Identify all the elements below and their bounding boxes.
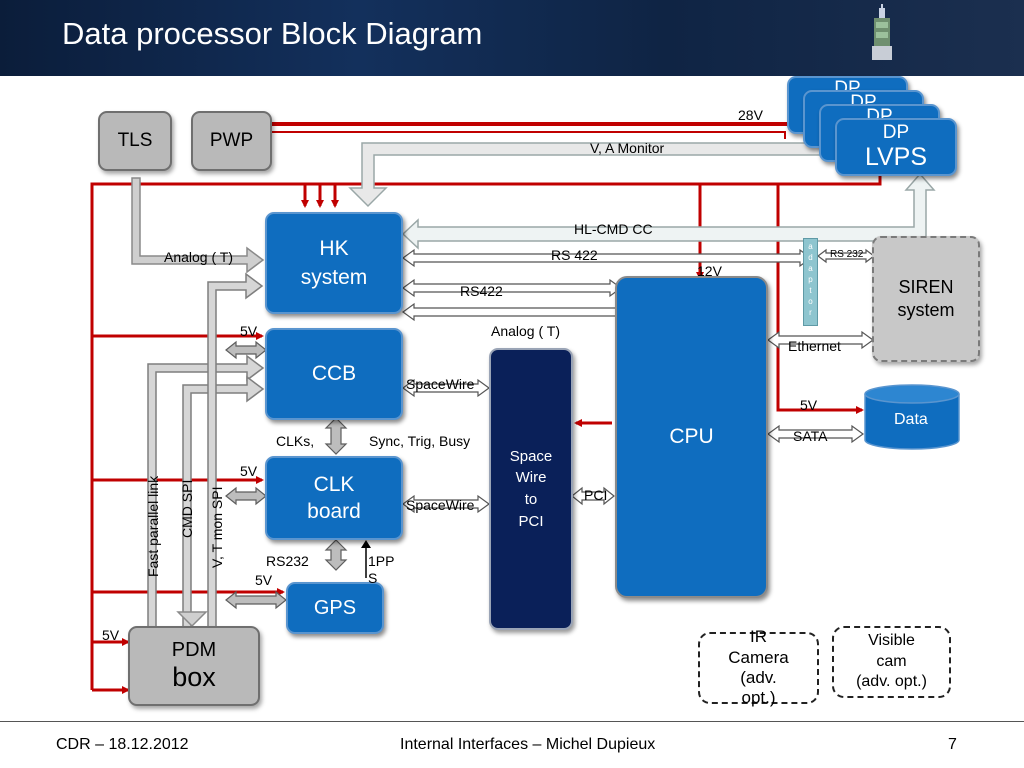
label-analog-left: Analog ( T): [164, 249, 233, 265]
pwp-box: PWP: [191, 111, 272, 171]
label-5v-clk: 5V: [240, 463, 258, 479]
adaptor-letter: p: [808, 275, 813, 284]
ccb-label: CCB: [311, 362, 357, 385]
satellite-icon: [872, 4, 892, 60]
visible-cam-box: Visible cam (adv. opt.): [832, 626, 951, 698]
pdm-line2: box: [172, 661, 216, 692]
spw-line1: Space: [509, 447, 553, 465]
siren-line2: system: [897, 300, 955, 320]
label-5v-gps: 5V: [255, 572, 273, 588]
data-storage-cylinder: [864, 384, 960, 450]
label-sata: SATA: [793, 428, 828, 444]
label-spacewire-ccb: SpaceWire: [406, 376, 475, 392]
label-clks: CLKs,: [276, 433, 315, 449]
vis-line2: cam: [876, 652, 907, 670]
clk-board-box: CLK board: [265, 456, 403, 540]
gps-box: GPS: [286, 582, 384, 634]
clk-line2: board: [307, 500, 361, 523]
pdm-box: PDM box: [128, 626, 260, 706]
label-5v-pdm: 5V: [102, 627, 120, 643]
label-cmd-spi: CMD SPI: [179, 479, 195, 538]
label-5v-data: 5V: [800, 397, 818, 413]
adaptor-letter: a: [808, 242, 813, 251]
ir-line2: Camera: [728, 647, 789, 667]
label-rs232-siren: RS 232: [830, 249, 864, 260]
vis-line1: Visible: [868, 631, 915, 649]
adaptor-box: a d a p t o r: [803, 238, 818, 326]
data-label: Data: [894, 411, 928, 428]
page-number: 7: [948, 736, 957, 753]
title-bar: Data processor Block Diagram: [0, 0, 1024, 76]
spw-line2: Wire: [515, 469, 547, 487]
footer-divider: [0, 721, 1024, 722]
dp-lvps-box: DP LVPS: [835, 118, 957, 176]
pps-arrowhead: [361, 540, 371, 548]
ccb-box: CCB: [265, 328, 403, 420]
footer-center: Internal Interfaces – Michel Dupieux: [400, 736, 656, 753]
hk-line1: HK: [319, 236, 349, 260]
label-pci: PCI: [584, 487, 608, 503]
adaptor-letter: t: [809, 286, 812, 295]
label-hl-cmd: HL-CMD CC: [574, 221, 653, 237]
siren-system-box: SIREN system: [872, 236, 980, 362]
label-va-monitor: V, A Monitor: [590, 140, 665, 156]
label-sync-trig: Sync, Trig, Busy: [369, 433, 471, 449]
label-1pps-line2: S: [368, 570, 378, 586]
label-ethernet: Ethernet: [788, 338, 841, 354]
pdm-line1: PDM: [171, 638, 217, 661]
short-connectors: [225, 340, 348, 610]
label-rs232-gps: RS232: [266, 553, 309, 569]
cpu-box: CPU: [615, 276, 768, 598]
label-rs422-top: RS 422: [551, 247, 598, 263]
adaptor-letter: o: [808, 297, 813, 306]
label-analog-mid: Analog ( T): [491, 323, 560, 339]
footer-left: CDR – 18.12.2012: [56, 736, 189, 753]
tls-box: TLS: [98, 111, 172, 171]
adaptor-letter: r: [809, 308, 812, 317]
vis-line3: (adv. opt.): [856, 673, 927, 691]
ir-line1: IR: [750, 627, 767, 647]
spacewire-pci-box: Space Wire to PCI: [489, 348, 573, 630]
adaptor-letter: a: [808, 264, 813, 273]
tls-label: TLS: [117, 130, 153, 151]
ir-line4: opt.): [741, 688, 776, 708]
label-12v: 12V: [697, 263, 722, 279]
pwp-label: PWP: [209, 130, 254, 151]
label-1pps-line1: 1PP: [368, 553, 395, 569]
spw-line4: PCI: [518, 512, 544, 530]
label-vt-mon-spi: V, T mon SPI: [209, 486, 225, 568]
spw-line3: to: [524, 491, 538, 508]
ir-camera-box: IR Camera (adv. opt.): [698, 627, 819, 707]
label-rs422-mid: RS422: [460, 283, 503, 299]
hk-system-box: HK system: [265, 212, 403, 314]
label-fast-parallel: Fast parallel link: [145, 475, 161, 577]
ir-line3: (adv.: [740, 668, 777, 687]
label-5v-ccb: 5V: [240, 323, 258, 339]
gps-label: GPS: [313, 596, 357, 619]
siren-line1: SIREN: [898, 276, 954, 297]
dp-lvps-line1: DP: [882, 121, 910, 143]
dp-lvps-line2: LVPS: [864, 142, 928, 171]
label-28v: 28V: [738, 107, 763, 123]
cpu-label: CPU: [669, 425, 714, 448]
adaptor-letter: d: [808, 253, 813, 262]
label-spacewire-clk: SpaceWire: [406, 497, 475, 513]
thin-arrows: [401, 248, 875, 514]
clk-line1: CLK: [313, 472, 355, 496]
page-title: Data processor Block Diagram: [62, 16, 483, 51]
hk-line2: system: [300, 266, 368, 289]
